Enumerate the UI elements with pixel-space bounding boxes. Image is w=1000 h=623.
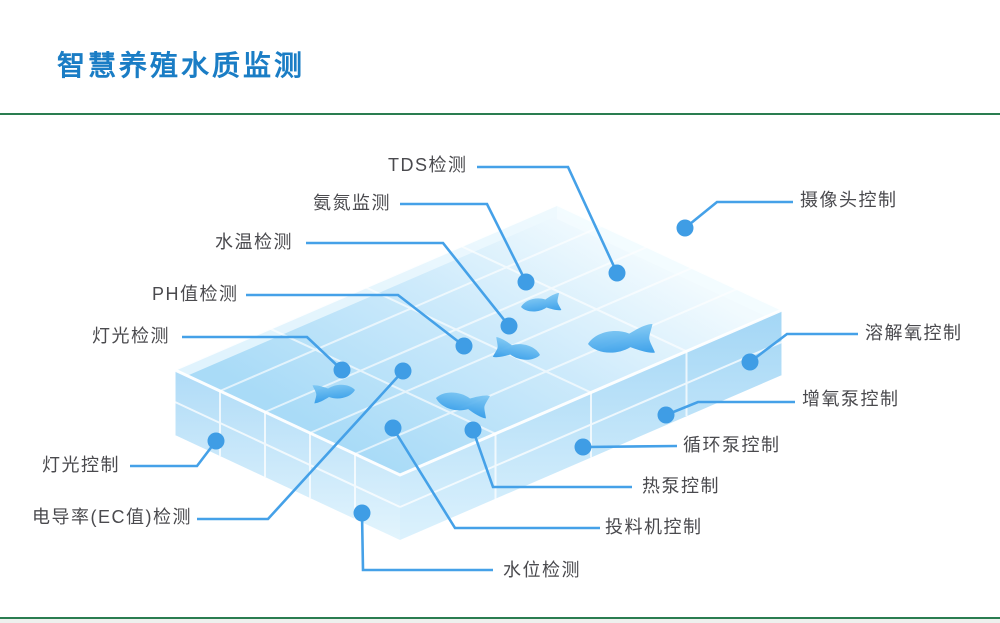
anchor-dot-ec	[394, 362, 412, 380]
anchor-dot-aerator	[657, 406, 675, 424]
pool-rim	[174, 203, 783, 477]
water-grid	[219, 225, 738, 455]
control-label-heat-pump: 热泵控制	[642, 476, 720, 496]
anchor-dot-ph	[455, 337, 473, 355]
sensor-label-ec: 电导率(EC值)检测	[32, 507, 192, 527]
leader-tds	[477, 165, 619, 274]
leader-water-level	[360, 512, 493, 572]
leader-aerator	[665, 400, 795, 417]
bottom-rule-light	[0, 619, 1000, 623]
control-label-aerator: 增氧泵控制	[802, 389, 900, 409]
anchor-dot-tds	[608, 264, 626, 282]
leader-water-temp	[306, 241, 511, 327]
sensor-label-tds: TDS检测	[388, 155, 468, 175]
leader-camera	[684, 200, 793, 230]
leader-ec	[197, 370, 404, 521]
sensor-label-ammonia: 氨氮监测	[313, 193, 391, 213]
sensor-label-light-detect: 灯光检测	[92, 326, 170, 346]
bottom-rule	[0, 617, 1000, 619]
sensor-label-light-control: 灯光控制	[42, 455, 120, 475]
anchor-dots	[207, 219, 759, 522]
anchor-dot-light-control	[207, 432, 225, 450]
anchor-dot-dissolved-o2	[741, 353, 759, 371]
sensor-label-water-temp: 水温检测	[215, 232, 293, 252]
leader-feeder	[391, 427, 600, 530]
anchor-dot-water-level	[353, 504, 371, 522]
anchor-dot-ammonia	[517, 273, 535, 291]
control-label-dissolved-o2: 溶解氧控制	[865, 323, 963, 343]
anchor-dot-water-temp	[500, 317, 518, 335]
anchor-dot-circulation	[574, 438, 592, 456]
leader-ammonia	[400, 202, 528, 283]
leader-lines	[130, 165, 858, 572]
leader-dissolved-o2	[749, 332, 858, 364]
top-rule	[0, 113, 1000, 115]
pool	[174, 203, 783, 540]
anchor-dot-light-detect	[333, 361, 351, 379]
anchor-dot-camera	[676, 219, 694, 237]
anchor-dot-heat-pump	[464, 421, 482, 439]
control-label-circulation: 循环泵控制	[683, 435, 781, 455]
page-title: 智慧养殖水质监测	[57, 50, 306, 81]
leader-heat-pump	[471, 429, 632, 489]
sensor-label-ph: PH值检测	[152, 284, 239, 304]
leader-circulation	[584, 444, 678, 449]
control-label-feeder: 投料机控制	[605, 517, 703, 537]
leader-light-control	[130, 440, 218, 468]
control-label-camera: 摄像头控制	[800, 190, 898, 210]
sensor-label-water-level: 水位检测	[503, 560, 581, 580]
leader-ph	[246, 293, 465, 348]
leader-light-detect	[182, 335, 343, 371]
anchor-dot-feeder	[384, 419, 402, 437]
